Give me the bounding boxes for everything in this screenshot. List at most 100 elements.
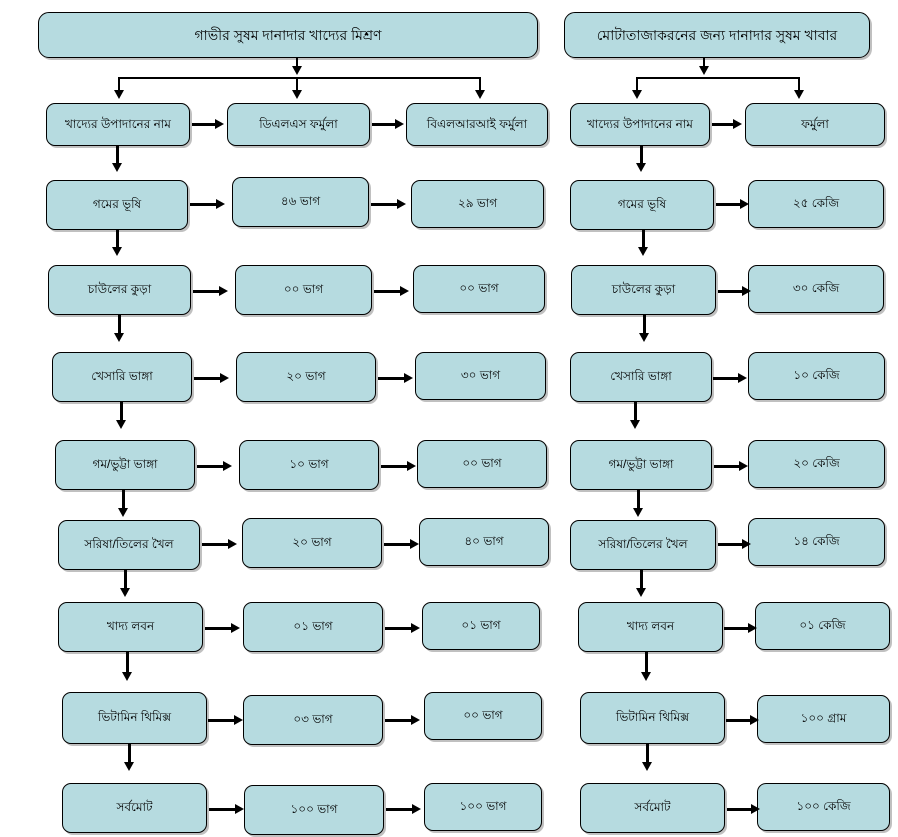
- left-row-link-3: [120, 402, 123, 424]
- left-arrow-line-1a: [190, 203, 218, 206]
- right-row-link-arrow-4: [633, 508, 643, 517]
- left-arrow-line-4a: [197, 465, 225, 468]
- left-dls-row-1: ৪৬ ভাগ: [232, 177, 369, 227]
- left-branch-bus: [118, 77, 480, 79]
- left-row-link-4: [122, 490, 125, 512]
- left-arrow-line-3a: [194, 377, 222, 380]
- right-branch-stem-2: [798, 77, 800, 94]
- left-column-header-blri: বিএলআরআই ফর্মুলা: [406, 103, 548, 146]
- left-row-link-arrow-7: [124, 762, 134, 771]
- left-arrow-line-1b: [371, 203, 399, 206]
- right-row-link-arrow-0: [636, 163, 646, 172]
- left-arrow-5b: [410, 539, 419, 549]
- left-arrow-4a: [223, 461, 232, 471]
- right-header-arrow: [733, 119, 742, 129]
- right-row-link-arrow-5: [636, 588, 646, 597]
- left-arrow-5a: [228, 539, 237, 549]
- left-arrow-line-2a: [193, 290, 221, 293]
- left-blri-row-5: ৪০ ভাগ: [419, 518, 549, 566]
- right-row-link-2: [643, 315, 646, 337]
- left-header-arrow-1: [215, 119, 224, 129]
- left-branch-arrow-2: [292, 90, 302, 99]
- right-header-arrow-line: [712, 123, 735, 126]
- right-arrow-2: [742, 286, 751, 296]
- left-ingredient-row-8: সর্বমোট: [62, 783, 207, 833]
- right-row-link-5: [640, 570, 643, 592]
- left-row-link-arrow-4: [118, 508, 128, 517]
- right-arrow-1: [740, 199, 749, 209]
- left-dls-row-7: ০৩ ভাগ: [243, 695, 383, 745]
- left-row-link-6: [126, 652, 129, 677]
- left-branch-stem-2: [296, 77, 298, 94]
- right-amount-row-6: ০১ কেজি: [755, 602, 890, 650]
- right-amount-row-2: ৩০ কেজি: [748, 265, 884, 313]
- left-blri-row-4: ০০ ভাগ: [417, 440, 547, 488]
- left-header-arrow-line-2: [372, 123, 397, 126]
- left-row-link-arrow-2: [114, 333, 124, 342]
- right-arrow-5: [742, 539, 751, 549]
- right-arrow-6: [748, 623, 757, 633]
- left-arrow-line-3b: [378, 377, 406, 380]
- left-title-drop-arrow: [292, 66, 302, 75]
- left-arrow-2a: [219, 286, 228, 296]
- right-column-header-formula: ফর্মুলা: [745, 103, 885, 146]
- right-row-link-6: [645, 652, 648, 677]
- right-arrow-line-6: [724, 627, 750, 630]
- right-arrow-line-1: [716, 203, 742, 206]
- right-branch-arrow-2: [794, 90, 804, 99]
- right-arrow-line-8: [727, 808, 753, 811]
- left-row-link-0: [116, 146, 119, 167]
- left-row-link-1: [116, 230, 119, 251]
- right-amount-row-7: ১০০ গ্রাম: [757, 695, 890, 743]
- left-row-link-arrow-3: [116, 420, 126, 429]
- right-arrow-line-2: [718, 290, 744, 293]
- left-row-link-arrow-6: [122, 672, 132, 681]
- left-arrow-line-6a: [205, 627, 233, 630]
- right-ingredient-row-3: খেসারি ভাঙ্গা: [570, 352, 712, 402]
- right-ingredient-row-6: খাদ্য লবন: [578, 602, 723, 652]
- left-arrow-4b: [407, 461, 416, 471]
- left-arrow-2b: [400, 286, 409, 296]
- left-ingredient-row-2: চাউলের কুড়া: [48, 265, 191, 315]
- right-arrow-line-5: [718, 543, 744, 546]
- left-branch-stem-3: [479, 77, 481, 94]
- right-amount-row-4: ২০ কেজি: [748, 440, 885, 488]
- left-panel-title: গাভীর সুষম দানাদার খাদ্যের মিশ্রণ: [38, 12, 538, 58]
- left-branch-stem-1: [118, 77, 120, 94]
- left-blri-row-6: ০১ ভাগ: [422, 602, 540, 650]
- right-arrow-line-7: [726, 719, 752, 722]
- left-arrow-line-5a: [202, 543, 230, 546]
- right-panel-title: মোটাতাজাকরনের জন্য দানাদার সুষম খাবার: [564, 12, 870, 58]
- left-arrow-line-5b: [384, 543, 412, 546]
- right-row-link-1: [642, 230, 645, 251]
- right-row-link-7: [646, 744, 649, 766]
- left-arrow-line-7b: [385, 719, 413, 722]
- left-row-link-5: [124, 570, 127, 592]
- left-row-link-2: [118, 315, 121, 337]
- left-title-drop-line: [296, 58, 298, 70]
- right-arrow-7: [750, 715, 759, 725]
- left-arrow-line-8a: [209, 808, 237, 811]
- right-arrow-line-3: [713, 377, 740, 380]
- right-amount-row-3: ১০ কেজি: [748, 352, 885, 400]
- left-branch-arrow-3: [475, 90, 485, 99]
- left-dls-row-6: ০১ ভাগ: [243, 602, 383, 652]
- right-row-link-arrow-7: [642, 762, 652, 771]
- left-arrow-7a: [234, 715, 243, 725]
- left-blri-row-2: ০০ ভাগ: [413, 265, 545, 313]
- left-dls-row-2: ০০ ভাগ: [235, 265, 372, 315]
- left-blri-row-3: ৩০ ভাগ: [415, 352, 546, 400]
- right-amount-row-5: ১৪ কেজি: [748, 518, 885, 566]
- right-arrow-4: [739, 461, 748, 471]
- right-ingredient-row-7: ভিটামিন থিমিক্স: [580, 692, 725, 744]
- left-dls-row-5: ২০ ভাগ: [242, 518, 382, 568]
- left-ingredient-row-1: গমের ভূষি: [46, 180, 188, 230]
- left-header-arrow-2: [395, 119, 404, 129]
- right-ingredient-row-2: চাউলের কুড়া: [571, 265, 716, 315]
- left-row-link-arrow-1: [112, 247, 122, 256]
- right-row-link-arrow-1: [638, 247, 648, 256]
- left-ingredient-row-4: গম/ভুট্টা ভাঙ্গা: [55, 440, 195, 490]
- right-row-link-4: [637, 490, 640, 512]
- left-arrow-6b: [411, 623, 420, 633]
